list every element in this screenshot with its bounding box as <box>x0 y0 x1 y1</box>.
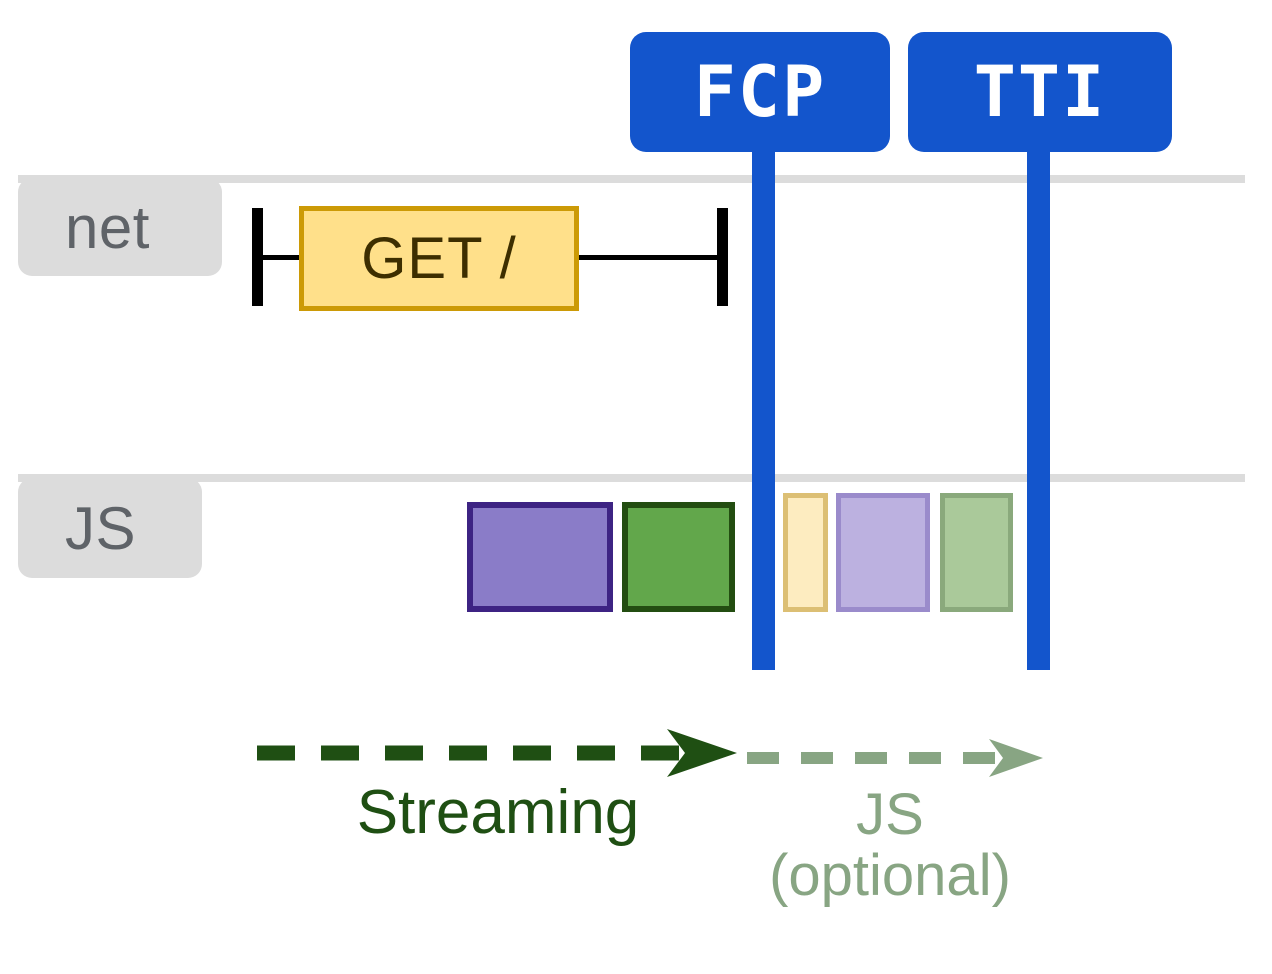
milestone-badge-tti[interactable]: TTI <box>908 32 1172 152</box>
streaming-arrow-icon <box>257 729 737 777</box>
network-request-label: GET / <box>361 226 517 291</box>
row-label-net-text: net <box>65 193 150 261</box>
js-task-5[interactable] <box>940 493 1013 612</box>
phase-js-optional-label: JS (optional) <box>769 782 1011 908</box>
milestone-marker-fcp <box>752 140 775 670</box>
network-request-bar[interactable]: GET / <box>299 206 579 311</box>
track-line-net <box>18 175 1245 183</box>
js-task-2[interactable] <box>622 502 735 612</box>
js-optional-arrow-icon <box>747 739 1043 777</box>
js-task-1[interactable] <box>467 502 613 612</box>
milestone-badge-fcp-label: FCP <box>693 51 827 133</box>
row-label-js: JS <box>18 478 202 578</box>
track-line-js <box>18 474 1245 482</box>
row-label-net: net <box>18 178 222 276</box>
milestone-marker-tti <box>1027 140 1050 670</box>
js-task-4[interactable] <box>836 493 930 612</box>
js-task-3[interactable] <box>783 493 828 612</box>
request-errorbar-cap-end <box>717 208 728 306</box>
row-label-js-text: JS <box>65 494 137 562</box>
milestone-badge-tti-label: TTI <box>973 51 1107 133</box>
milestone-badge-fcp[interactable]: FCP <box>630 32 890 152</box>
phase-streaming-label: Streaming <box>356 778 640 847</box>
